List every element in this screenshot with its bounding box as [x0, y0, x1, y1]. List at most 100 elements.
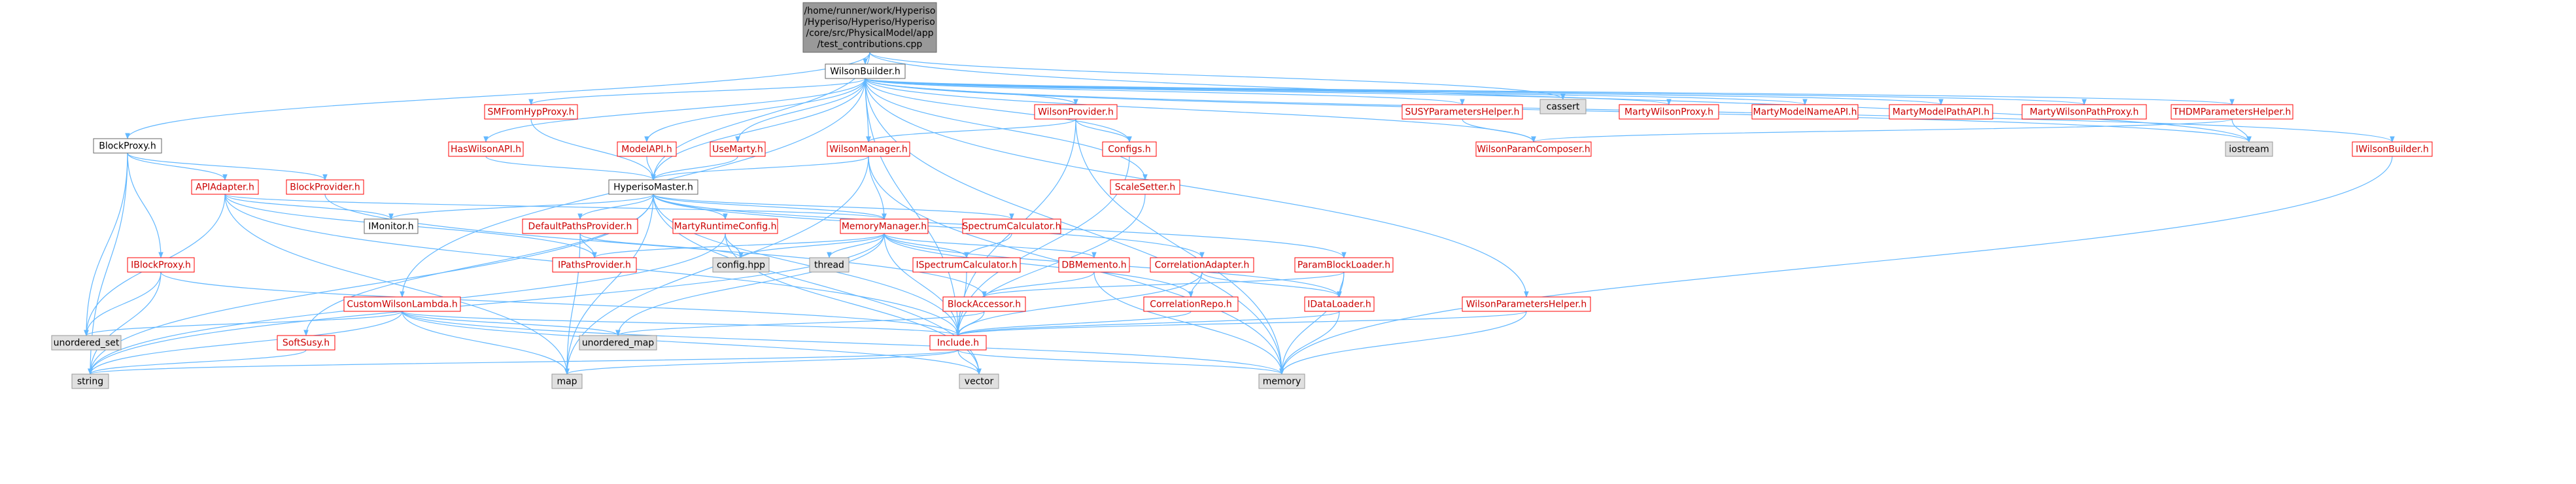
node-IDataLoader_h[interactable]: IDataLoader.h	[1304, 296, 1375, 312]
node-label-iostream: iostream	[2229, 145, 2269, 155]
node-config_hpp: config.hpp	[712, 257, 770, 273]
node-SpectrumCalculator_h[interactable]: SpectrumCalculator.h	[962, 218, 1061, 234]
node-label-SMFromHypProxy_h: SMFromHypProxy.h	[487, 107, 574, 118]
node-vector: vector	[959, 373, 999, 389]
node-unordered_map: unordered_map	[579, 335, 657, 351]
edge-ParamBlockLoader_h-to-BlockAccessor_h	[982, 271, 1345, 298]
edge-WilsonProvider_h-to-WilsonManager_h	[866, 118, 1076, 143]
node-label-SUSYParametersHelper_h: SUSYParametersHelper.h	[1405, 107, 1519, 118]
node-box-SUSYParametersHelper_h	[1401, 104, 1523, 120]
node-MartyRuntimeConfig_h[interactable]: MartyRuntimeConfig.h	[672, 218, 778, 234]
node-cassert: cassert	[1539, 99, 1587, 114]
node-box-ParamBlockLoader_h	[1294, 257, 1394, 273]
node-box-DBMemento_h	[1058, 257, 1130, 273]
edge-CustomWilsonLambda_h-to-string	[88, 311, 403, 375]
node-IPathsProvider_h[interactable]: IPathsProvider.h	[552, 257, 637, 273]
node-box-IMonitor_h	[364, 218, 419, 234]
node-box-WilsonParamComposer_h	[1475, 141, 1592, 157]
node-THDMParametersHelper_h[interactable]: THDMParametersHelper.h	[2171, 104, 2293, 120]
edge-root-to-BlockProxy_h	[125, 52, 870, 139]
node-label-IPathsProvider_h: IPathsProvider.h	[558, 260, 631, 271]
node-MartyModelPathAPI_h[interactable]: MartyModelPathAPI.h	[1889, 104, 1993, 120]
node-WilsonProvider_h[interactable]: WilsonProvider.h	[1034, 104, 1118, 120]
node-Configs_h[interactable]: Configs.h	[1102, 141, 1157, 157]
node-label-Configs_h: Configs.h	[1108, 145, 1151, 155]
edge-ParamBlockLoader_h-to-memory	[1279, 271, 1345, 375]
edge-HyperisoMaster_h-to-IMonitor_h	[388, 194, 654, 220]
edge-CustomWilsonLambda_h-to-map	[402, 311, 570, 375]
node-HasWilsonAPI_h[interactable]: HasWilsonAPI.h	[448, 141, 524, 157]
edge-IBlockProxy_h-to-string	[88, 271, 162, 375]
node-IWilsonBuilder_h[interactable]: IWilsonBuilder.h	[2352, 141, 2433, 157]
edge-CustomWilsonLambda_h-to-Include_h	[402, 311, 961, 336]
edge-ParamBlockLoader_h-to-IDataLoader_h	[1337, 271, 1345, 298]
node-DBMemento_h[interactable]: DBMemento.h	[1058, 257, 1130, 273]
edge-MemoryManager_h-to-thread	[827, 233, 885, 258]
node-box-WilsonBuilder_h	[825, 63, 906, 79]
node-BlockAccessor_h[interactable]: BlockAccessor.h	[942, 296, 1026, 312]
edges-layer	[84, 52, 2395, 375]
node-CorrelationAdapter_h[interactable]: CorrelationAdapter.h	[1150, 257, 1254, 273]
node-HyperisoMaster_h[interactable]: HyperisoMaster.h	[608, 179, 698, 195]
node-ISpectrumCalculator_h[interactable]: ISpectrumCalculator.h	[912, 257, 1021, 273]
edge-WilsonProvider_h-to-memory	[1075, 118, 1284, 375]
node-label-WilsonProvider_h: WilsonProvider.h	[1038, 107, 1114, 118]
edge-IWilsonBuilder_h-to-memory	[1279, 156, 2393, 375]
edge-DBMemento_h-to-memory	[1093, 271, 1284, 375]
edge-WilsonBuilder_h-to-Configs_h	[865, 78, 1132, 143]
node-ModelAPI_h[interactable]: ModelAPI.h	[617, 141, 677, 157]
node-WilsonParamComposer_h[interactable]: WilsonParamComposer.h	[1475, 141, 1592, 157]
node-WilsonBuilder_h[interactable]: WilsonBuilder.h	[825, 63, 906, 79]
edge-SoftSusy_h-to-string	[88, 349, 307, 375]
node-MemoryManager_h[interactable]: MemoryManager.h	[840, 218, 929, 234]
node-label-HyperisoMaster_h: HyperisoMaster.h	[613, 182, 693, 193]
node-MartyWilsonProxy_h[interactable]: MartyWilsonProxy.h	[1619, 104, 1719, 120]
node-DefaultPathsProvider_h[interactable]: DefaultPathsProvider.h	[522, 218, 638, 234]
edge-Include_h-to-memory	[957, 349, 1284, 375]
edge-WilsonBuilder_h-to-MartyModelPathAPI_h	[865, 78, 1944, 105]
node-Include_h[interactable]: Include.h	[929, 335, 987, 351]
node-box-MemoryManager_h	[840, 218, 929, 234]
node-label-root: /home/runner/work/Hyperiso	[804, 6, 936, 16]
edge-WilsonBuilder_h-to-Include_h	[865, 78, 961, 336]
node-WilsonParametersHelper_h[interactable]: WilsonParametersHelper.h	[1462, 296, 1591, 312]
edge-WilsonBuilder_h-to-SUSYParametersHelper_h	[865, 78, 1465, 105]
node-box-memory	[1258, 373, 1305, 389]
node-SoftSusy_h[interactable]: SoftSusy.h	[277, 335, 335, 351]
node-label-thread: thread	[814, 260, 844, 271]
node-CustomWilsonLambda_h[interactable]: CustomWilsonLambda.h	[343, 296, 461, 312]
node-box-Include_h	[929, 335, 987, 351]
edge-WilsonBuilder_h-to-HyperisoMaster_h	[651, 78, 866, 181]
edge-HyperisoMaster_h-to-map	[564, 194, 654, 375]
node-ParamBlockLoader_h[interactable]: ParamBlockLoader.h	[1294, 257, 1394, 273]
node-SUSYParametersHelper_h[interactable]: SUSYParametersHelper.h	[1401, 104, 1523, 120]
node-ScaleSetter_h[interactable]: ScaleSetter.h	[1110, 179, 1180, 195]
node-BlockProxy_h[interactable]: BlockProxy.h	[93, 138, 162, 154]
node-BlockProvider_h[interactable]: BlockProvider.h	[286, 179, 364, 195]
nodes-layer: /home/runner/work/Hyperiso/Hyperiso/Hype…	[51, 2, 2433, 389]
node-IMonitor_h[interactable]: IMonitor.h	[364, 218, 419, 234]
node-box-WilsonParametersHelper_h	[1462, 296, 1591, 312]
node-SMFromHypProxy_h[interactable]: SMFromHypProxy.h	[484, 104, 578, 120]
node-APIAdapter_h[interactable]: APIAdapter.h	[191, 179, 259, 195]
node-iostream: iostream	[2225, 141, 2273, 157]
node-root[interactable]: /home/runner/work/Hyperiso/Hyperiso/Hype…	[802, 2, 937, 53]
node-IBlockProxy_h[interactable]: IBlockProxy.h	[127, 257, 195, 273]
node-UseMarty_h[interactable]: UseMarty.h	[710, 141, 766, 157]
node-box-ScaleSetter_h	[1110, 179, 1180, 195]
node-box-THDMParametersHelper_h	[2171, 104, 2293, 120]
edge-BlockAccessor_h-to-unordered_map	[615, 311, 985, 336]
edge-SUSYParametersHelper_h-to-WilsonParamComposer_h	[1462, 118, 1536, 143]
edge-WilsonBuilder_h-to-SMFromHypProxy_h	[528, 78, 866, 105]
node-WilsonManager_h[interactable]: WilsonManager.h	[827, 141, 910, 157]
node-CorrelationRepo_h[interactable]: CorrelationRepo.h	[1143, 296, 1239, 312]
node-label-WilsonManager_h: WilsonManager.h	[829, 145, 907, 155]
edge-DBMemento_h-to-BlockAccessor_h	[982, 271, 1095, 298]
node-MartyWilsonPathProxy_h[interactable]: MartyWilsonPathProxy.h	[2021, 104, 2147, 120]
node-MartyModelNameAPI_h[interactable]: MartyModelNameAPI.h	[1751, 104, 1859, 120]
node-label-MartyModelPathAPI_h: MartyModelPathAPI.h	[1893, 107, 1989, 118]
edge-CorrelationAdapter_h-to-IDataLoader_h	[1201, 271, 1342, 298]
edge-HyperisoMaster_h-to-SpectrumCalculator_h	[653, 194, 1014, 220]
edge-WilsonParametersHelper_h-to-memory	[1279, 311, 1527, 375]
